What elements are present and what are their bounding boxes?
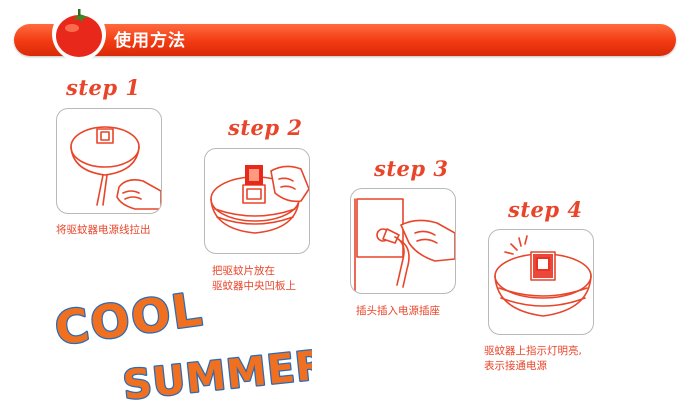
page-title: 使用方法 <box>114 31 186 51</box>
cool-summer-logo: COOL SUMMER <box>52 292 312 400</box>
step-1-panel <box>56 108 162 214</box>
step-2-label: step 2 <box>228 115 303 140</box>
logo-summer-text: SUMMER <box>121 342 312 400</box>
tomato-icon <box>52 7 106 61</box>
step-3-illustration <box>354 198 455 293</box>
step-1-caption: 将驱蚊器电源线拉出 <box>56 224 151 236</box>
step-3-panel <box>350 188 456 294</box>
header-bar <box>14 24 676 56</box>
step-2-panel <box>204 148 310 254</box>
step-4-label: step 4 <box>508 197 583 222</box>
step-1-label: step 1 <box>66 75 141 100</box>
step-1-illustration <box>70 126 161 210</box>
step-4-caption: 驱蚊器上指示灯明亮, 表示接通电源 <box>484 345 582 372</box>
logo-cool-text: COOL <box>52 292 207 356</box>
step-2-caption: 把驱蚊片放在 驱蚊器中央凹板上 <box>212 265 296 292</box>
step-3-label: step 3 <box>374 156 449 181</box>
step-4-panel <box>488 229 594 335</box>
step-2-illustration <box>210 165 309 234</box>
step-3-caption: 插头插入电源插座 <box>356 305 440 317</box>
step-4-illustration <box>494 235 592 317</box>
